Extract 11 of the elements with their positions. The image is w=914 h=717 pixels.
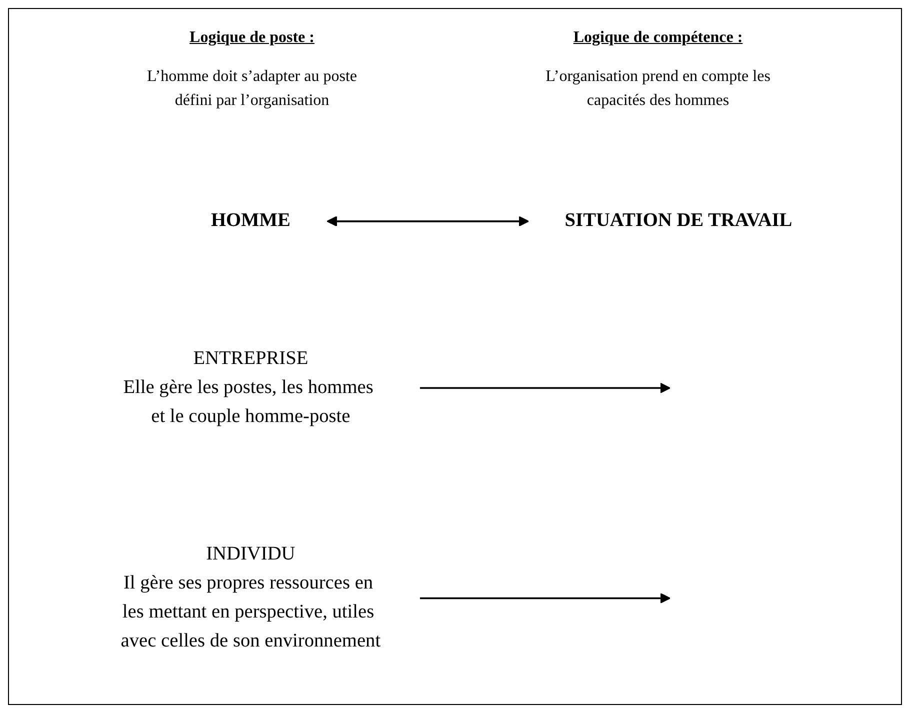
column-heading: Logique de compétence : (572, 29, 744, 47)
node-text: INDIVIDU Il gère ses propres ressources en les mettant en perspective, utiles avec celles de son environnement (120, 544, 381, 652)
description-text: L’organisation prend en compte les capacités des hommes (544, 67, 772, 111)
arrow (420, 382, 671, 394)
description-text: L’homme doit s’adapter au poste défini par l’organisation (146, 67, 358, 111)
arrow (420, 592, 671, 604)
node-text: ENTREPRISE Elle gère les postes, les hommes et le couple homme-poste (123, 348, 374, 427)
node-text: HOMME (210, 210, 290, 231)
column-heading: Logique de poste : (188, 29, 316, 47)
node-text: SITUATION DE TRAVAIL (564, 210, 792, 231)
arrow (326, 216, 530, 227)
